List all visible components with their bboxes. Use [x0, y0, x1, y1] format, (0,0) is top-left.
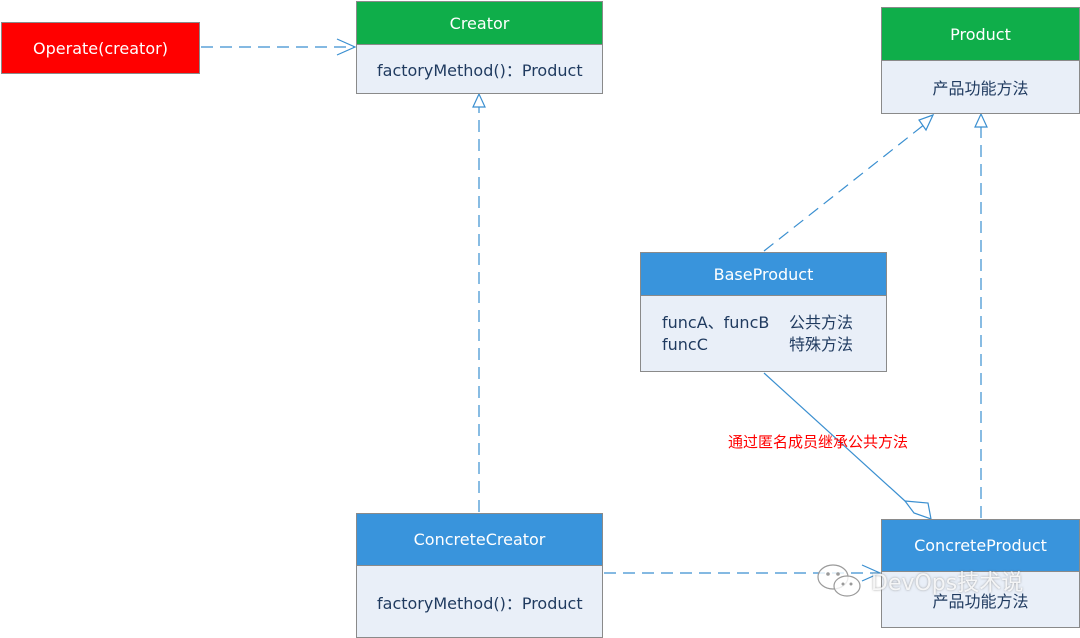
creator-header: Creator — [357, 2, 602, 45]
concretecreator-to-concreteproduct-arrowhead — [861, 564, 882, 582]
aggregation-diamond — [903, 500, 932, 520]
baseproduct-title: BaseProduct — [713, 264, 814, 284]
concretecreator-class-box: ConcreteCreator factoryMethod()：Product — [356, 513, 603, 638]
baseproduct-to-product-line — [763, 123, 926, 252]
baseproduct-to-concreteproduct-line — [763, 372, 906, 502]
baseproduct-to-product-arrowhead — [918, 113, 935, 132]
wechat-icon — [817, 564, 861, 597]
creator-class-box: Creator factoryMethod()：Product — [356, 1, 603, 94]
product-body: 产品功能方法 — [882, 61, 1079, 113]
concretecreator-to-creator-arrowhead — [472, 92, 486, 108]
creator-method: factoryMethod()：Product — [377, 61, 583, 80]
baseproduct-header: BaseProduct — [641, 253, 886, 296]
product-method: 产品功能方法 — [932, 79, 1029, 98]
baseproduct-row-funcs: funcA、funcB — [662, 313, 770, 332]
baseproduct-row: funcA、funcB 公共方法 — [662, 312, 886, 334]
concreteproduct-title: ConcreteProduct — [914, 536, 1047, 555]
aggregation-annotation: 通过匿名成员继承公共方法 — [728, 433, 909, 451]
creator-body: factoryMethod()：Product — [357, 45, 602, 93]
product-header: Product — [882, 8, 1079, 61]
concretecreator-header: ConcreteCreator — [357, 514, 602, 566]
baseproduct-class-box: BaseProduct funcA、funcB 公共方法 funcC 特殊方法 — [640, 252, 887, 372]
baseproduct-row: funcC 特殊方法 — [662, 334, 886, 356]
product-class-box: Product 产品功能方法 — [881, 7, 1080, 114]
concretecreator-title: ConcreteCreator — [413, 530, 546, 549]
concretecreator-method: factoryMethod()：Product — [377, 594, 583, 613]
watermark-text: DevOps技术说 — [871, 571, 1024, 596]
operate-label: Operate(creator) — [33, 38, 168, 58]
concreteproduct-body: 产品功能方法 — [882, 572, 1079, 627]
baseproduct-body: funcA、funcB 公共方法 funcC 特殊方法 — [641, 296, 886, 371]
baseproduct-row-desc: 公共方法 — [789, 313, 854, 332]
baseproduct-row-funcs: funcC — [662, 335, 708, 354]
concretecreator-body: factoryMethod()：Product — [357, 566, 602, 638]
operate-box: Operate(creator) — [1, 22, 200, 74]
concreteproduct-class-box: ConcreteProduct 产品功能方法 — [881, 519, 1080, 628]
concreteproduct-to-product-arrowhead — [974, 112, 988, 128]
product-title: Product — [950, 24, 1011, 44]
baseproduct-row-desc: 特殊方法 — [789, 335, 854, 354]
operate-to-creator-arrowhead — [336, 38, 357, 56]
creator-title: Creator — [449, 13, 510, 33]
concreteproduct-header: ConcreteProduct — [882, 520, 1079, 572]
concreteproduct-method: 产品功能方法 — [932, 591, 1029, 611]
watermark: DevOps技术说 — [815, 562, 1023, 600]
